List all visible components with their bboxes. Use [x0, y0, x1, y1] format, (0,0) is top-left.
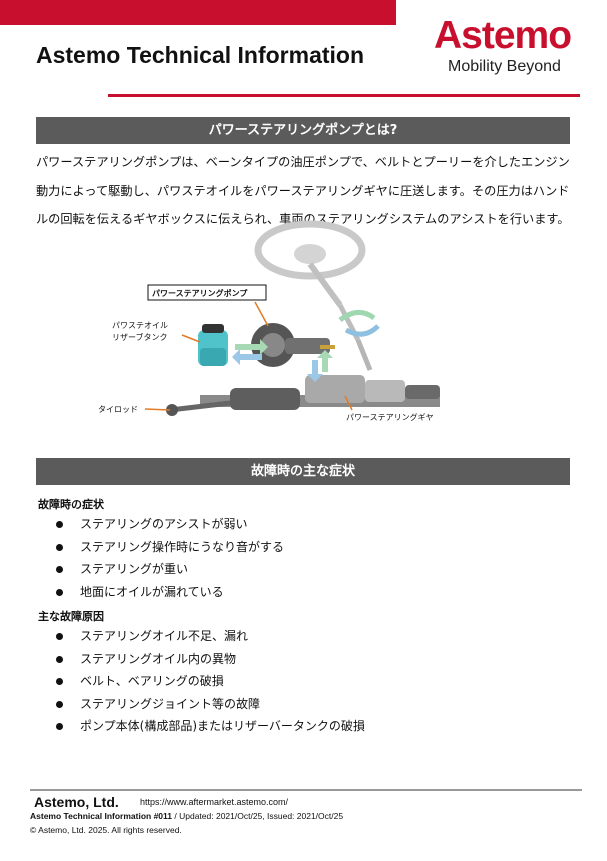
page-title: Astemo Technical Information	[36, 42, 365, 68]
list-item: ステアリングが重い	[56, 558, 284, 581]
top-accent-bar	[0, 0, 396, 25]
pump-label-box	[147, 284, 267, 301]
footer-divider	[30, 789, 582, 791]
list-item: 地面にオイルが漏れている	[56, 581, 284, 604]
bullet-icon	[56, 655, 63, 663]
doc-dates: / Updated: 2021/Oct/25, Issued: 2021/Oct…	[172, 811, 344, 821]
section-heading-symptoms: 故障時の主な症状	[36, 458, 570, 485]
footer-doc-info: Astemo Technical Information #011 / Upda…	[30, 811, 343, 821]
list-item: ステアリングジョイント等の故障	[56, 693, 365, 716]
header-divider	[108, 94, 580, 97]
steering-rack-illustration	[166, 375, 440, 416]
label-tierod: タイロッド	[98, 405, 138, 414]
list-item: ステアリングのアシストが弱い	[56, 513, 284, 536]
label-tank-line2: リザーブタンク	[112, 332, 168, 342]
bullet-icon	[56, 566, 63, 573]
symptoms-subheading: 故障時の症状	[38, 498, 104, 511]
brand-logo: Astemo	[434, 14, 572, 57]
bullet-icon	[56, 588, 63, 596]
flow-arrow-icon	[232, 349, 262, 365]
power-steering-diagram: パワーステアリングポンプ パワステオイル リザーブタンク タイロッド パワーステ…	[98, 220, 440, 422]
footer-copyright: © Astemo, Ltd. 2025. All rights reserved…	[30, 825, 182, 835]
flow-arrow-icon	[235, 339, 268, 355]
bullet-icon	[56, 543, 63, 551]
flow-arrow-icon	[307, 360, 323, 382]
flow-arrow-icon	[317, 350, 333, 372]
pump-illustration	[251, 323, 335, 367]
intro-paragraph: パワーステアリングポンプは、ベーンタイプの油圧ポンプで、ベルトとプーリーを介した…	[36, 155, 570, 226]
bullet-icon	[56, 633, 63, 640]
footer-url-link[interactable]: https://www.aftermarket.astemo.com/	[140, 797, 289, 807]
causes-subheading: 主な故障原因	[38, 610, 104, 623]
rotation-arrow-icon	[338, 310, 376, 323]
bullet-icon	[56, 723, 63, 730]
brand-tagline: Mobility Beyond	[448, 58, 561, 75]
list-item: ステアリングオイル不足、漏れ	[56, 625, 365, 648]
bullet-icon	[56, 521, 63, 528]
label-gear: パワーステアリングギヤ	[346, 412, 434, 422]
doc-number: Astemo Technical Information #011	[30, 811, 173, 821]
list-item: ステアリングオイル内の異物	[56, 648, 365, 671]
footer-company: Astemo, Ltd.	[34, 794, 119, 810]
section-heading-what-is: パワーステアリングポンプとは?	[36, 117, 570, 144]
label-tank-line1: パワステオイル	[112, 321, 168, 330]
list-item: ポンプ本体(構成部品)またはリザーバータンクの破損	[56, 715, 365, 738]
causes-list: ステアリングオイル不足、漏れ ステアリングオイル内の異物 ベルト、ベアリングの破…	[56, 625, 365, 738]
symptoms-list: ステアリングのアシストが弱い ステアリング操作時にうなり音がする ステアリングが…	[56, 513, 284, 603]
bullet-icon	[56, 700, 63, 708]
list-item: ベルト、ベアリングの破損	[56, 670, 365, 693]
reservoir-tank-illustration	[198, 324, 228, 366]
list-item: ステアリング操作時にうなり音がする	[56, 536, 284, 559]
rotation-arrow-icon	[344, 324, 380, 337]
label-pump: パワーステアリングポンプ	[152, 288, 248, 298]
bullet-icon	[56, 678, 63, 685]
